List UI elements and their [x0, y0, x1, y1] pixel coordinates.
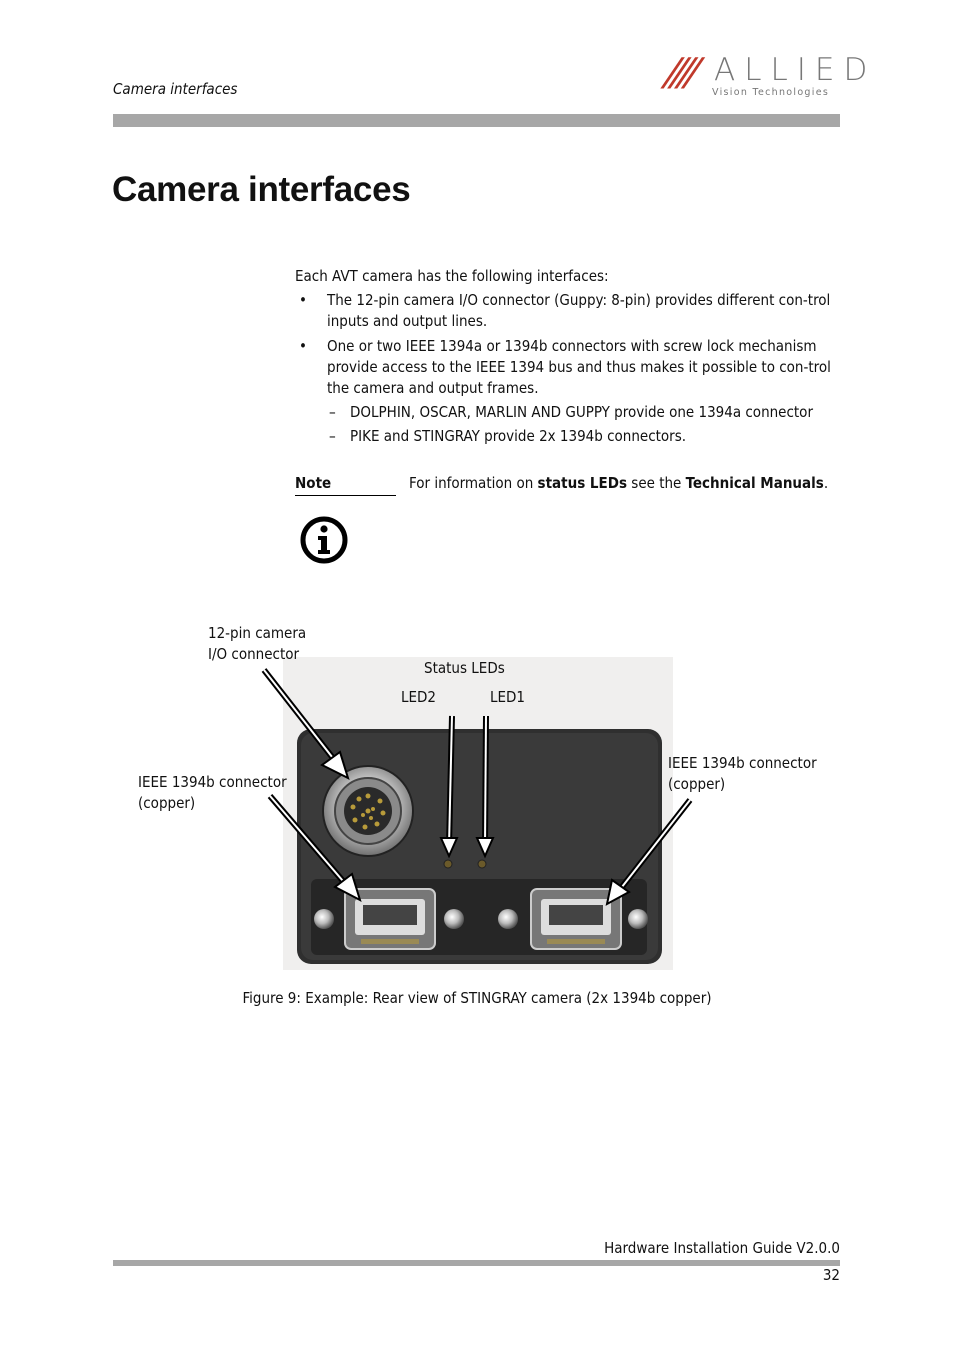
left-ieee-label: IEEE 1394b connector (copper) [138, 773, 287, 812]
figure-caption: Figure 9: Example: Rear view of STINGRAY… [242, 989, 712, 1007]
page-title: Camera interfaces [112, 170, 411, 209]
left-ieee-connector [344, 888, 436, 950]
logo-slashes: //// [662, 50, 698, 94]
info-icon [300, 516, 348, 564]
footer-guide-title: Hardware Installation Guide V2.0.0 [604, 1239, 840, 1257]
interface-list: The 12-pin camera I/O connector (Guppy: … [295, 290, 840, 451]
logo-tagline: Vision Technologies [712, 87, 830, 98]
led2-label: LED2 [401, 688, 437, 706]
io-connector-label: 12-pin camera I/O connector [208, 624, 307, 663]
right-ieee-connector [530, 888, 622, 950]
status-leds-label: Status LEDs [424, 659, 505, 677]
sub-list-item: DOLPHIN, OSCAR, MARLIN AND GUPPY provide… [327, 402, 840, 423]
list-item: The 12-pin camera I/O connector (Guppy: … [295, 290, 840, 332]
logo-wordmark: ALLIED [714, 52, 877, 88]
note-label: Note [295, 474, 396, 496]
allied-logo: //// ALLIED Vision Technologies [662, 50, 867, 102]
footer-rule [113, 1260, 840, 1266]
list-item: One or two IEEE 1394a or 1394b connector… [295, 336, 840, 447]
led2 [443, 859, 453, 869]
status-leds-term: status LEDs [537, 474, 627, 492]
page-number: 32 [822, 1266, 840, 1284]
note-text: For information on status LEDs see the T… [409, 474, 829, 492]
running-header: Camera interfaces [113, 80, 238, 98]
led1-label: LED1 [490, 688, 526, 706]
camera-rear-photo [283, 657, 673, 970]
sub-list: DOLPHIN, OSCAR, MARLIN AND GUPPY provide… [327, 402, 840, 447]
header-rule [113, 114, 840, 127]
sub-list-item: PIKE and STINGRAY provide 2x 1394b conne… [327, 426, 840, 447]
right-ieee-label: IEEE 1394b connector (copper) [668, 754, 817, 793]
led1 [477, 859, 487, 869]
technical-manuals-term: Technical Manuals [685, 474, 824, 492]
intro-paragraph: Each AVT camera has the following interf… [295, 267, 609, 285]
